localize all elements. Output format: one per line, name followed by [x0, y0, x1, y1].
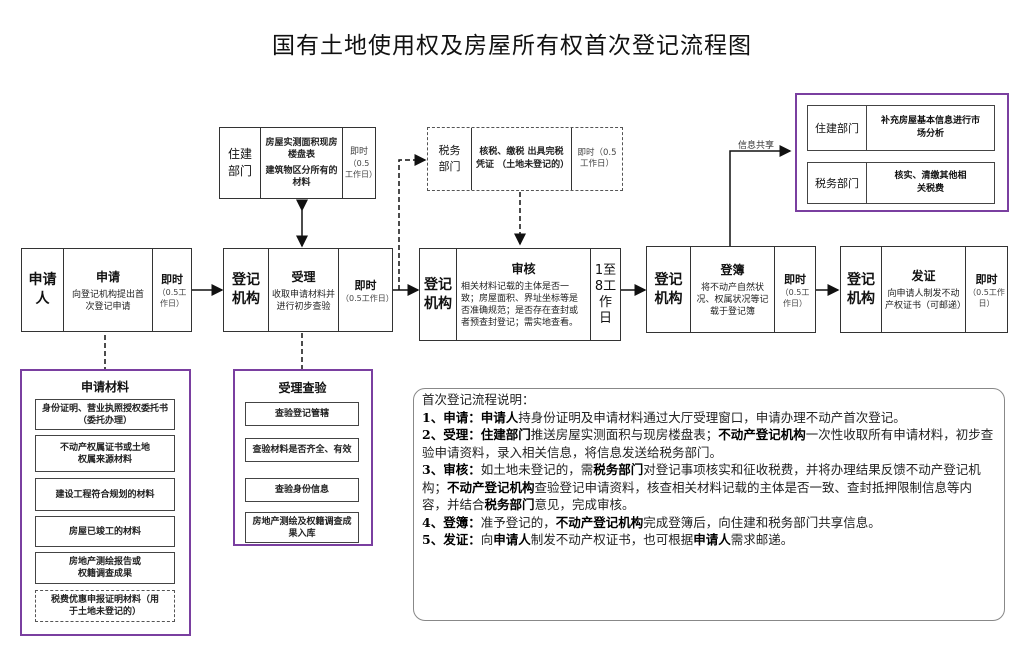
notes-text: 向	[480, 532, 494, 547]
material-item: 不动产权属证书或土地权属来源材料	[35, 435, 175, 472]
material-item: 身份证明、营业执照授权委托书（委托办理）	[35, 399, 175, 430]
notes-text: 一次性收取所有申请材料，初步查验申请资料，录入相关信息，将信息发送给税务部门。	[422, 427, 994, 460]
check-item: 查验身份信息	[245, 478, 359, 502]
step-actor: 登记机构	[424, 276, 452, 312]
info-share-task: 补充房屋基本信息进行市场分析	[881, 116, 981, 139]
notes-text: 持身份证明及申请材料通过大厅受理窗口，申请办理不动产首次登记。	[518, 409, 906, 425]
info-share-label: 信息共享	[738, 141, 775, 151]
notes-text: 查验登记申请资料，核查相关材料记载的主体是否一致、查封抵押限制信息等内容，并结合	[422, 479, 973, 513]
housing-time-detail: （0.5工作日）	[345, 158, 377, 179]
notes-text: 对登记事项核实和征收税费，并将办理结果反馈不动产登记机构；	[422, 462, 981, 495]
step-heading: 受理	[291, 269, 316, 284]
application-materials-panel: 申请材料 身份证明、营业执照授权委托书（委托办理） 不动产权属证书或土地权属来源…	[20, 369, 191, 636]
notes-emphasis: 税务部门	[484, 497, 535, 512]
step-record: 登记机构 登簿 将不动产自然状况、权属状况等记载于登记簿 即时 （0.5工作日）	[646, 246, 816, 333]
notes-item: 5、发证：向申请人制发不动产权证书，也可根据申请人需求邮递。	[422, 531, 996, 549]
step-time: 即时	[354, 278, 377, 292]
notes-emphasis: 申请人	[693, 532, 731, 547]
notes-emphasis: 不动产登记机构	[718, 427, 806, 442]
info-share-row: 税务部门 核实、清缴其他相关税费	[807, 162, 995, 204]
tax-time: 即时（0.5工作日）	[577, 148, 617, 169]
check-item: 房地产测绘及权籍调查成果入库	[245, 512, 359, 543]
step-time: 即时	[784, 272, 806, 286]
step-heading: 发证	[911, 269, 936, 283]
dept-name: 税务部门	[438, 144, 461, 173]
acceptance-check-panel: 受理查验 查验登记管辖 查验材料是否齐全、有效 查验身份信息 房地产测绘及权籍调…	[233, 369, 373, 546]
check-item: 查验材料是否齐全、有效	[245, 438, 359, 462]
info-share-panel: 住建部门 补充房屋基本信息进行市场分析 税务部门 核实、清缴其他相关税费	[795, 93, 1009, 212]
notes-item: 4、登簿：准予登记的，不动产登记机构完成登簿后，向住建和税务部门共享信息。	[422, 514, 996, 532]
notes-text: 需求邮递。	[730, 532, 794, 547]
notes-emphasis: 不动产登记机构	[447, 479, 535, 495]
info-share-dept: 税务部门	[808, 163, 867, 203]
tax-dept-box: 税务部门 核税、缴税 出具完税凭证 （土地未登记的） 即时（0.5工作日）	[427, 127, 623, 191]
notes-text: 推送房屋实测面积与现房楼盘表；	[530, 427, 719, 442]
step-time-detail: （0.5工作日）	[780, 287, 810, 308]
step-heading: 审核	[511, 262, 536, 276]
notes-item: 3、审核：如土地未登记的，需税务部门对登记事项核实和征收税费，并将办理结果反馈不…	[422, 461, 996, 514]
panel-title: 申请材料	[80, 380, 129, 394]
step-time-detail: （0.5工作日）	[157, 288, 187, 308]
notes-item-heading: 2、受理：	[422, 427, 481, 442]
notes-text: 制发不动产权证书，也可根据	[530, 532, 694, 547]
material-item: 房屋已竣工的材料	[35, 516, 175, 547]
check-item: 查验登记管辖	[245, 402, 359, 426]
step-heading: 登簿	[720, 263, 745, 277]
step-time-detail: （0.5工作日）	[968, 287, 1005, 308]
step-desc: 向登记机构提出首次登记申请	[71, 289, 144, 312]
notes-item-heading: 1、申请：	[422, 409, 481, 425]
step-time: 1至8工作日	[594, 262, 617, 326]
notes-item-heading: 5、发证：	[422, 532, 481, 547]
material-item: 建设工程符合规划的材料	[35, 478, 175, 511]
material-item-optional: 税费优惠申报证明材料（用于土地未登记的）	[35, 590, 175, 622]
step-actor: 登记机构	[654, 271, 683, 307]
step-desc: 向申请人制发不动产权证书（可邮递）	[885, 289, 967, 311]
notes-text: 准予登记的，	[480, 514, 556, 530]
info-share-dept: 住建部门	[808, 106, 867, 150]
step-accept: 登记机构 受理 收取申请材料并进行初步查验 即时 （0.5工作日）	[223, 248, 394, 332]
tax-desc: 核税、缴税 出具完税凭证 （土地未登记的）	[476, 147, 570, 170]
housing-dept-box: 住建部门 房屋实测面积现房楼盘表 建筑物区分所有的材料 即时 （0.5工作日）	[219, 127, 377, 199]
arrow-info-share	[729, 145, 792, 246]
notes-text: 意见，完成审核。	[534, 497, 635, 512]
step-heading: 申请	[95, 269, 120, 284]
panel-title: 受理查验	[278, 381, 327, 395]
notes-emphasis: 税务部门	[593, 462, 644, 477]
notes-item: 2、受理：住建部门推送房屋实测面积与现房楼盘表；不动产登记机构一次性收取所有申请…	[422, 426, 996, 461]
notes-emphasis: 申请人	[493, 532, 531, 547]
notes-emphasis: 申请人	[480, 409, 519, 425]
step-actor: 登记机构	[847, 271, 875, 307]
step-actor: 申请人	[28, 272, 57, 307]
notes-emphasis: 住建部门	[480, 427, 531, 442]
step-desc: 收取申请材料并进行初步查验	[272, 289, 336, 312]
step-time-detail: （0.5工作日）	[341, 293, 394, 303]
notes-text: 如土地未登记的，需	[480, 462, 594, 477]
info-share-row: 住建部门 补充房屋基本信息进行市场分析	[807, 105, 995, 151]
notes-text: 完成登簿后，向住建和税务部门共享信息。	[643, 514, 881, 530]
notes-item-heading: 3、审核：	[422, 462, 481, 477]
step-desc: 相关材料记载的主体是否一致；房屋面积、界址坐标等是否准确规范；是否存在查封或者预…	[461, 282, 579, 328]
notes-list: 1、申请：申请人持身份证明及申请材料通过大厅受理窗口，申请办理不动产首次登记。2…	[422, 409, 996, 549]
notes-title: 首次登记流程说明：	[422, 392, 535, 407]
notes-item-heading: 4、登簿：	[422, 514, 481, 530]
info-share-task: 核实、清缴其他相关税费	[894, 171, 967, 194]
step-desc: 将不动产自然状况、权属状况等记载于登记簿	[696, 283, 769, 317]
step-time: 即时	[161, 273, 183, 286]
notes-item: 1、申请：申请人持身份证明及申请材料通过大厅受理窗口，申请办理不动产首次登记。	[422, 409, 996, 427]
page-title: 国有土地使用权及房屋所有权首次登记流程图	[272, 33, 752, 59]
step-apply: 申请人 申请 向登记机构提出首次登记申请 即时 （0.5工作日）	[21, 248, 192, 332]
housing-desc-2: 建筑物区分所有的材料	[265, 166, 338, 188]
step-issue: 登记机构 发证 向申请人制发不动产权证书（可邮递） 即时 （0.5工作日）	[840, 246, 1008, 333]
housing-time: 即时	[349, 146, 368, 157]
dashed-arrow-to-tax	[398, 154, 427, 290]
material-item: 房地产测绘报告或权籍调查成果	[35, 552, 175, 584]
step-actor: 登记机构	[232, 272, 260, 307]
housing-desc-1: 房屋实测面积现房楼盘表	[265, 138, 338, 160]
process-notes: 首次登记流程说明： 1、申请：申请人持身份证明及申请材料通过大厅受理窗口，申请办…	[413, 388, 1005, 621]
step-time: 即时	[975, 272, 998, 286]
step-review: 登记机构 审核 相关材料记载的主体是否一致；房屋面积、界址坐标等是否准确规范；是…	[419, 248, 621, 341]
dept-name: 住建部门	[227, 147, 252, 178]
notes-emphasis: 不动产登记机构	[555, 514, 644, 530]
